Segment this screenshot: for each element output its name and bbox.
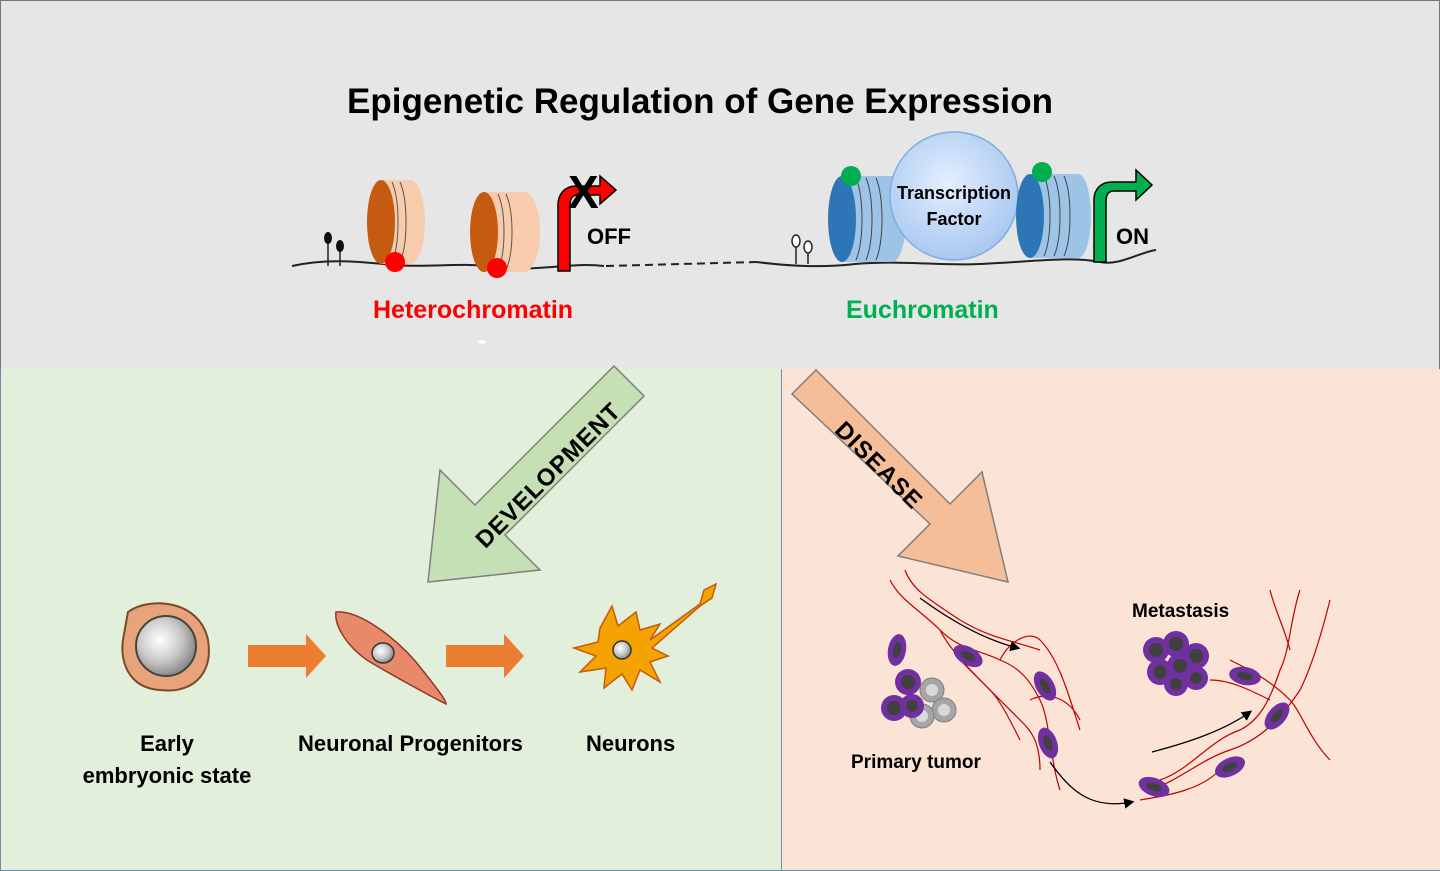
nucleosome-closed-2 bbox=[470, 192, 540, 278]
blocked-x-icon: X bbox=[568, 166, 599, 218]
progenitor-cell-icon bbox=[335, 611, 447, 706]
nucleosome-open-2 bbox=[1016, 162, 1091, 258]
primary-tumor-icon bbox=[881, 669, 957, 729]
heterochromatin-dna bbox=[291, 232, 605, 270]
neuron-icon bbox=[571, 582, 718, 692]
embryonic-cell-icon bbox=[121, 602, 210, 692]
nucleosome-closed-1 bbox=[367, 180, 425, 272]
chromatin-panel bbox=[0, 0, 1440, 370]
stage-arrow-1 bbox=[248, 634, 326, 678]
page-title: Epigenetic Regulation of Gene Expression bbox=[347, 82, 1053, 121]
blood-vessels bbox=[889, 569, 1331, 801]
stage-label-early: Early embryonic state bbox=[82, 731, 252, 788]
on-label: ON bbox=[1116, 224, 1149, 249]
stage-arrow-2 bbox=[446, 634, 524, 678]
transcription-factor-label: Transcription Factor bbox=[896, 183, 1012, 229]
metastasis-label: Metastasis bbox=[1132, 601, 1230, 622]
stage-label-neurons: Neurons bbox=[586, 731, 676, 756]
development-arrow bbox=[427, 364, 646, 583]
dna-linker bbox=[605, 261, 757, 267]
off-arrow-icon bbox=[557, 174, 618, 272]
primary-tumor-label: Primary tumor bbox=[851, 752, 981, 773]
on-arrow-icon bbox=[1093, 168, 1154, 263]
nucleosome-open-1 bbox=[828, 166, 906, 262]
heterochromatin-label: Heterochromatin bbox=[373, 296, 574, 324]
euchromatin-label: Euchromatin bbox=[846, 296, 999, 324]
disease-arrow bbox=[790, 368, 1010, 584]
circulating-tumor-cells bbox=[887, 634, 1290, 798]
metastasis-icon bbox=[1143, 631, 1209, 696]
stage-label-progenitors: Neuronal Progenitors bbox=[298, 731, 523, 756]
off-label: OFF bbox=[587, 224, 631, 249]
